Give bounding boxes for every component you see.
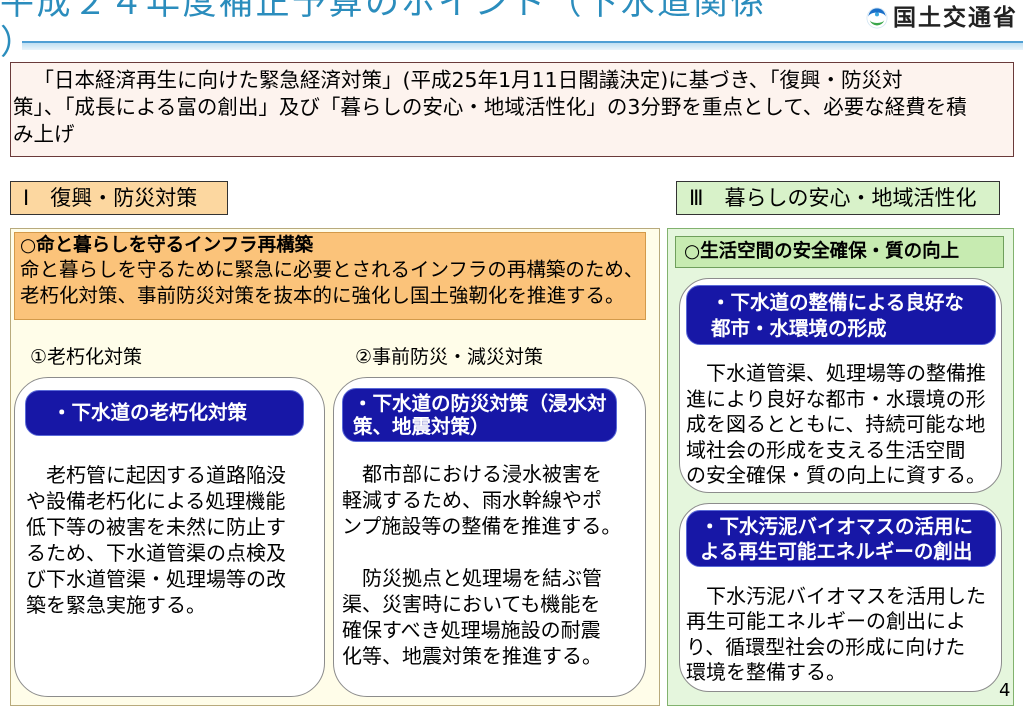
body-line: び下水道管渠・処理場等の改 xyxy=(26,567,286,591)
body-line: や設備老朽化による処理機能 xyxy=(26,489,286,513)
body-line: り、循環型社会の形成に向けた xyxy=(686,634,966,659)
body-line: 進により良好な都市・水環境の形 xyxy=(686,386,986,411)
section-3-panel: ○生活空間の安全確保・質の向上 ・下水道の整備による良好な 都市・水環境の形成 … xyxy=(667,228,1014,706)
intro-line: み上げ xyxy=(13,122,75,146)
highlight-title: ○命と暮らしを守るインフラ再構築 xyxy=(20,235,314,256)
subsection-disaster-label: ②事前防災・減災対策 xyxy=(355,346,544,368)
body-paragraph: 防災拠点と処理場を結ぶ管 渠、災害時においても機能を 確保すべき処理場施設の耐震… xyxy=(342,565,621,669)
body-line: 下水汚泥バイオマスを活用した xyxy=(706,584,986,608)
urban-water-environment-card: ・下水道の整備による良好な 都市・水環境の形成 下水道管渠、処理場等の整備推 進… xyxy=(679,278,1002,493)
urban-water-environment-title: ・下水道の整備による良好な 都市・水環境の形成 xyxy=(686,285,996,345)
aging-measures-body: 老朽管に起因する道路陥没 や設備老朽化による処理機能 低下等の被害を未然に防止す… xyxy=(26,462,286,618)
card-title-line: 都市・水環境の形成 xyxy=(711,317,887,340)
card-title-line: ・下水汚泥バイオマスの活用に xyxy=(700,515,974,538)
slide-title: 平成２４年度補正予算のポイント（下水道関係 ） xyxy=(0,0,767,58)
body-line: ンプ施設等の整備を推進する。 xyxy=(342,514,622,538)
page-number: 4 xyxy=(999,680,1011,701)
body-line: 渠、災害時においても機能を xyxy=(342,592,601,616)
slide-title-line: 平成２４年度補正予算のポイント（下水道関係 xyxy=(0,0,767,23)
body-line: 都市部における浸水被害を xyxy=(362,462,602,486)
aging-measures-card: ・下水道の老朽化対策 老朽管に起因する道路陥没 や設備老朽化による処理機能 低下… xyxy=(14,377,325,697)
infrastructure-highlight-box: ○命と暮らしを守るインフラ再構築 命と暮らしを守るために緊急に必要とされるインフ… xyxy=(14,232,646,320)
body-line: 軽減するため、雨水幹線やポ xyxy=(342,488,602,512)
biomass-energy-title: ・下水汚泥バイオマスの活用に よる再生可能エネルギーの創出 xyxy=(686,510,996,567)
highlight-line: 老朽化対策、事前防災対策を抜本的に強化し国土強靭化を推進する。 xyxy=(20,284,625,307)
disaster-prevention-body: 都市部における浸水被害を 軽減するため、雨水幹線やポ ンプ施設等の整備を推進する… xyxy=(342,461,621,669)
disaster-prevention-card: ・下水道の防災対策（浸水対 策、地震対策） 都市部における浸水被害を 軽減するた… xyxy=(333,377,646,697)
card-title-line: ・下水道の防災対策（浸水対 xyxy=(353,392,607,415)
body-line: の安全確保・質の向上に資する。 xyxy=(686,463,986,487)
aging-measures-title: ・下水道の老朽化対策 xyxy=(25,390,304,436)
body-paragraph: 都市部における浸水被害を 軽減するため、雨水幹線やポ ンプ施設等の整備を推進する… xyxy=(342,461,621,539)
body-line: 成を図るとともに、持続可能な地 xyxy=(686,412,986,436)
body-line: 環境を整備する。 xyxy=(686,659,846,684)
section-3-label: Ⅲ 暮らしの安心・地域活性化 xyxy=(676,181,1000,215)
biomass-energy-card: ・下水汚泥バイオマスの活用に よる再生可能エネルギーの創出 下水汚泥バイオマスを… xyxy=(679,503,1002,692)
body-line: るため、下水道管渠の点検及 xyxy=(26,541,286,565)
slide-title-line: ） xyxy=(0,23,37,58)
intro-box: 「日本経済再生に向けた緊急経済対策」(平成25年1月11日閣議決定)に基づき、「… xyxy=(10,62,1014,157)
intro-line: 「日本経済再生に向けた緊急経済対策」(平成25年1月11日閣議決定)に基づき、「… xyxy=(33,68,903,92)
body-line: 再生可能エネルギーの創出によ xyxy=(686,609,966,634)
highlight-line: 命と暮らしを守るために緊急に必要とされるインフラの再構築のため、 xyxy=(20,258,644,281)
body-line: 老朽管に起因する道路陥没 xyxy=(46,463,286,487)
body-line: 確保すべき処理場施設の耐震 xyxy=(342,618,601,642)
body-line: 域社会の形成を支える生活空間 xyxy=(686,437,966,462)
slide-header: 平成２４年度補正予算のポイント（下水道関係 ） 国土交通省 xyxy=(0,0,1023,58)
mlit-logo-icon xyxy=(866,7,888,29)
body-line: 築を緊急実施する。 xyxy=(26,593,206,617)
urban-water-environment-body: 下水道管渠、処理場等の整備推 進により良好な都市・水環境の形 成を図るとともに、… xyxy=(686,361,986,489)
header-rule xyxy=(22,41,1023,50)
card-title-line: よる再生可能エネルギーの創出 xyxy=(700,540,973,563)
body-line: 低下等の被害を未然に防止す xyxy=(26,515,286,539)
ministry-logo: 国土交通省 xyxy=(866,5,1018,31)
subsection-aging-label: ①老朽化対策 xyxy=(30,346,143,368)
body-line: 化等、地震対策を推進する。 xyxy=(342,644,602,668)
ministry-name: 国土交通省 xyxy=(893,5,1018,31)
biomass-energy-body: 下水汚泥バイオマスを活用した 再生可能エネルギーの創出によ り、循環型社会の形成… xyxy=(686,584,986,685)
body-line: 下水道管渠、処理場等の整備推 xyxy=(706,361,986,385)
card-title-line: ・下水道の整備による良好な xyxy=(711,291,964,314)
disaster-prevention-title: ・下水道の防災対策（浸水対 策、地震対策） xyxy=(342,388,617,442)
intro-line: 策」、「成長による富の創出」及び「暮らしの安心・地域活性化」の3分野を重点として… xyxy=(13,95,967,119)
body-line: 防災拠点と処理場を結ぶ管 xyxy=(362,566,602,590)
living-space-highlight: ○生活空間の安全確保・質の向上 xyxy=(675,236,1004,268)
section-1-label: Ⅰ 復興・防災対策 xyxy=(10,181,228,215)
card-title-line: 策、地震対策） xyxy=(353,415,490,438)
card-title-line: ・下水道の老朽化対策 xyxy=(52,401,248,424)
section-1-panel: ○命と暮らしを守るインフラ再構築 命と暮らしを守るために緊急に必要とされるインフ… xyxy=(10,228,660,706)
